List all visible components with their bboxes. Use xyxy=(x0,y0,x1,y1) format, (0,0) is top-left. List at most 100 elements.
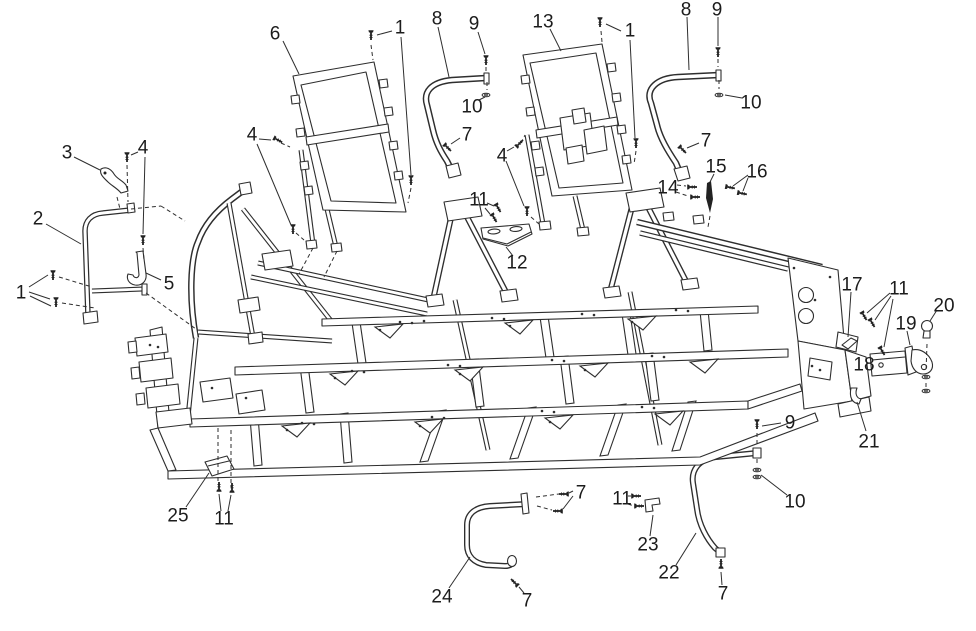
fasteners xyxy=(50,17,931,588)
washer-nut xyxy=(921,374,931,380)
callout-leader xyxy=(73,156,101,171)
rivet-hole xyxy=(810,364,814,368)
rear-panel-upper xyxy=(787,257,846,351)
callout-label-7: 7 xyxy=(522,591,533,612)
main-frame xyxy=(127,181,872,480)
gusset xyxy=(653,410,685,426)
frame-strut xyxy=(599,403,627,457)
front-box xyxy=(155,407,193,429)
bolt-fastener xyxy=(553,508,563,514)
tube-22 xyxy=(689,450,758,556)
seat-frame-leg xyxy=(324,208,339,248)
tube-24 xyxy=(464,501,528,569)
callout-leaders xyxy=(28,16,938,594)
front-post xyxy=(185,337,199,418)
rear-rail-tab xyxy=(692,214,705,225)
callout-label-6: 6 xyxy=(270,24,281,45)
guard-top-tab xyxy=(126,202,136,214)
assembly-dash-line xyxy=(58,276,93,288)
callout-leader xyxy=(675,191,689,197)
seat-frame-leg xyxy=(572,195,586,231)
bolt-fastener xyxy=(216,482,222,492)
callout-leader xyxy=(866,292,891,314)
bracket-3 xyxy=(100,167,129,194)
rivet-hole xyxy=(446,363,450,367)
callout-label-17: 17 xyxy=(841,275,862,296)
pillar-foot xyxy=(602,285,622,299)
gusset xyxy=(373,323,405,339)
callout-leader xyxy=(28,274,49,288)
assembly-dash-line xyxy=(142,247,145,261)
gusset xyxy=(328,370,360,386)
assembly-dash-line xyxy=(160,205,186,222)
callout-leader xyxy=(760,474,788,496)
a-pillar xyxy=(607,202,636,293)
callout-label-18: 18 xyxy=(853,355,874,376)
callout-leader xyxy=(709,173,715,183)
callout-leader xyxy=(742,177,749,192)
assembly-dash-line xyxy=(116,196,121,210)
bolt-fastener xyxy=(368,30,374,40)
callout-label-1: 1 xyxy=(625,21,636,42)
rivet-hole xyxy=(410,321,414,325)
cab-bracket xyxy=(237,296,261,314)
callout-label-5: 5 xyxy=(164,274,175,295)
bolt-fastener xyxy=(493,202,502,213)
bolt-fastener xyxy=(631,493,641,499)
tube24-endcap xyxy=(506,554,518,568)
assembly-dash-line xyxy=(323,250,338,278)
rivet-hole xyxy=(350,369,354,373)
rivet-hole xyxy=(583,368,587,372)
assembly-dash-line xyxy=(407,187,412,204)
callout-label-23: 23 xyxy=(637,535,658,556)
rivet-hole xyxy=(398,320,402,324)
bolt-fastener xyxy=(690,194,700,200)
bolt-fastener xyxy=(633,138,639,148)
hitch-ball-neck xyxy=(922,330,931,339)
bolt-fastener xyxy=(634,503,644,509)
assembly-dash-line xyxy=(61,302,96,309)
gusset xyxy=(453,366,485,382)
callout-label-20: 20 xyxy=(933,296,954,317)
rivet-hole xyxy=(562,359,566,363)
hitch-assembly xyxy=(869,319,934,377)
bolt-fastener xyxy=(50,270,56,280)
bolt-fastener xyxy=(124,152,130,162)
bolt-fastener xyxy=(715,47,721,57)
callout-label-4: 4 xyxy=(497,146,508,167)
callout-label-7: 7 xyxy=(576,483,587,504)
callout-label-13: 13 xyxy=(532,12,553,33)
grab-bar-left xyxy=(422,74,487,173)
frame-strut xyxy=(671,400,697,452)
front-tab xyxy=(127,340,138,354)
bolt-fastener xyxy=(489,212,498,223)
grab-bar-foot xyxy=(445,162,462,179)
callout-label-3: 3 xyxy=(62,143,73,164)
callout-leader xyxy=(874,295,892,321)
bolt-fastener xyxy=(718,559,724,569)
callout-leader xyxy=(720,571,723,586)
callout-leader xyxy=(847,291,852,338)
callout-label-4: 4 xyxy=(247,125,258,146)
mid-box xyxy=(235,389,266,415)
assembly-dash-line xyxy=(536,505,553,511)
frame-strut xyxy=(339,412,353,464)
callout-leader xyxy=(29,295,52,307)
bolt-fastener xyxy=(483,55,489,65)
callout-label-25: 25 xyxy=(167,506,188,527)
rivet-hole xyxy=(442,416,446,420)
callout-leader xyxy=(929,309,938,322)
callout-leader xyxy=(227,494,232,512)
assembly-dash-line xyxy=(633,150,637,165)
callout-leader xyxy=(142,156,146,235)
clip-17 xyxy=(841,337,858,350)
rivet-hole xyxy=(378,328,382,332)
gusset xyxy=(280,422,312,438)
bed-rail-ext xyxy=(747,383,803,410)
grab-bar-right xyxy=(646,71,720,177)
seat-frame-left xyxy=(290,61,407,253)
callout-label-8: 8 xyxy=(432,9,443,30)
callout-leader xyxy=(518,586,525,594)
callout-label-24: 24 xyxy=(431,587,453,608)
rivet-hole xyxy=(792,266,796,270)
